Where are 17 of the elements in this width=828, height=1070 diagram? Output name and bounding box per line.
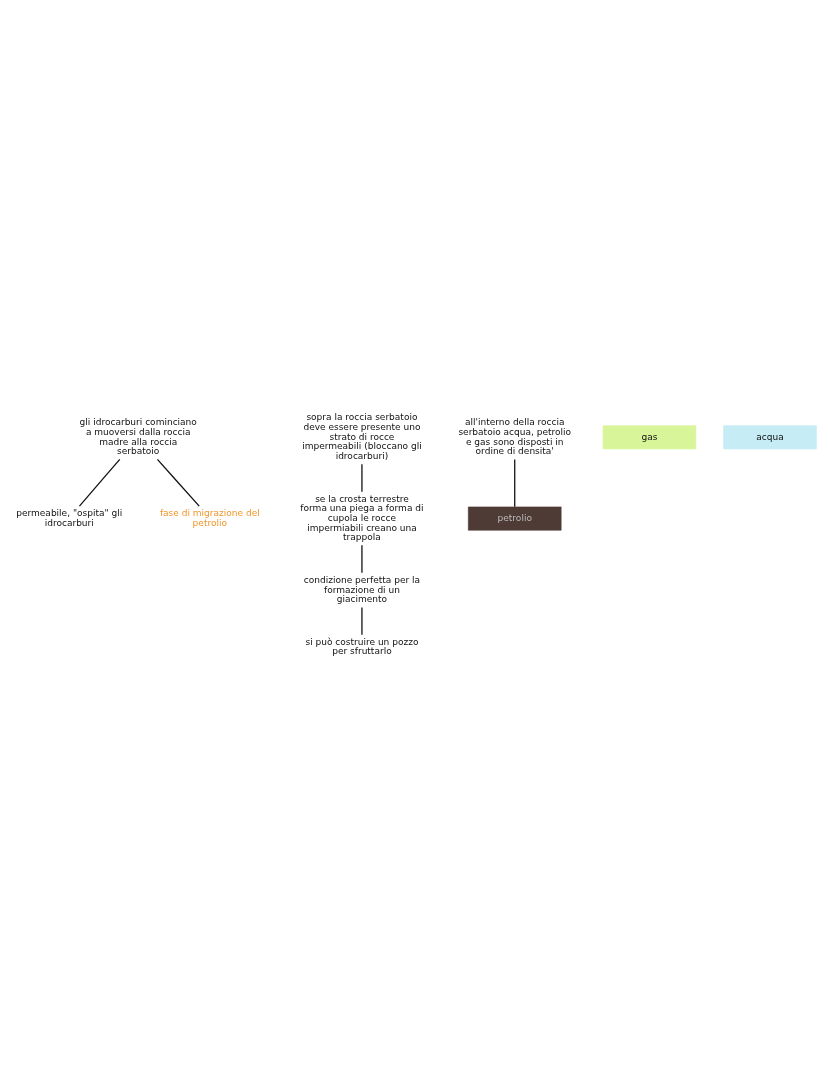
connector	[361, 463, 363, 493]
node-text: permeabile, "ospita" gli idrocarburi	[16, 508, 123, 528]
node-box: gas	[602, 425, 697, 450]
node-text: sopra la roccia serbatoio deve essere presente uno strato di rocce impermeabili (bloccano gli idrocarburi)	[302, 412, 422, 462]
node-text: fase di migrazione del petrolio	[159, 508, 260, 528]
node-text: all'interno della roccia serbatoio acqua, petrolio e gas sono disposti in ordine di densita'	[458, 417, 572, 457]
node-text: si può costruire un pozzo per sfruttarlo	[305, 636, 419, 657]
node-box: petrolio	[468, 506, 562, 531]
connector	[361, 606, 363, 636]
connector	[156, 458, 200, 507]
connector	[514, 458, 516, 508]
connector	[361, 544, 363, 574]
node-text: gli idrocarburi cominciano a muoversi dalla roccia madre alla roccia serbatoio	[79, 417, 197, 457]
node-text: se la crosta terrestre forma una piega a forma di cupola le rocce impermiabili creano una trappola	[300, 493, 424, 543]
node-text: condizione perfetta per la formazione di un giacimento	[303, 574, 421, 605]
connector	[78, 458, 121, 507]
node-box: acqua	[723, 425, 817, 450]
